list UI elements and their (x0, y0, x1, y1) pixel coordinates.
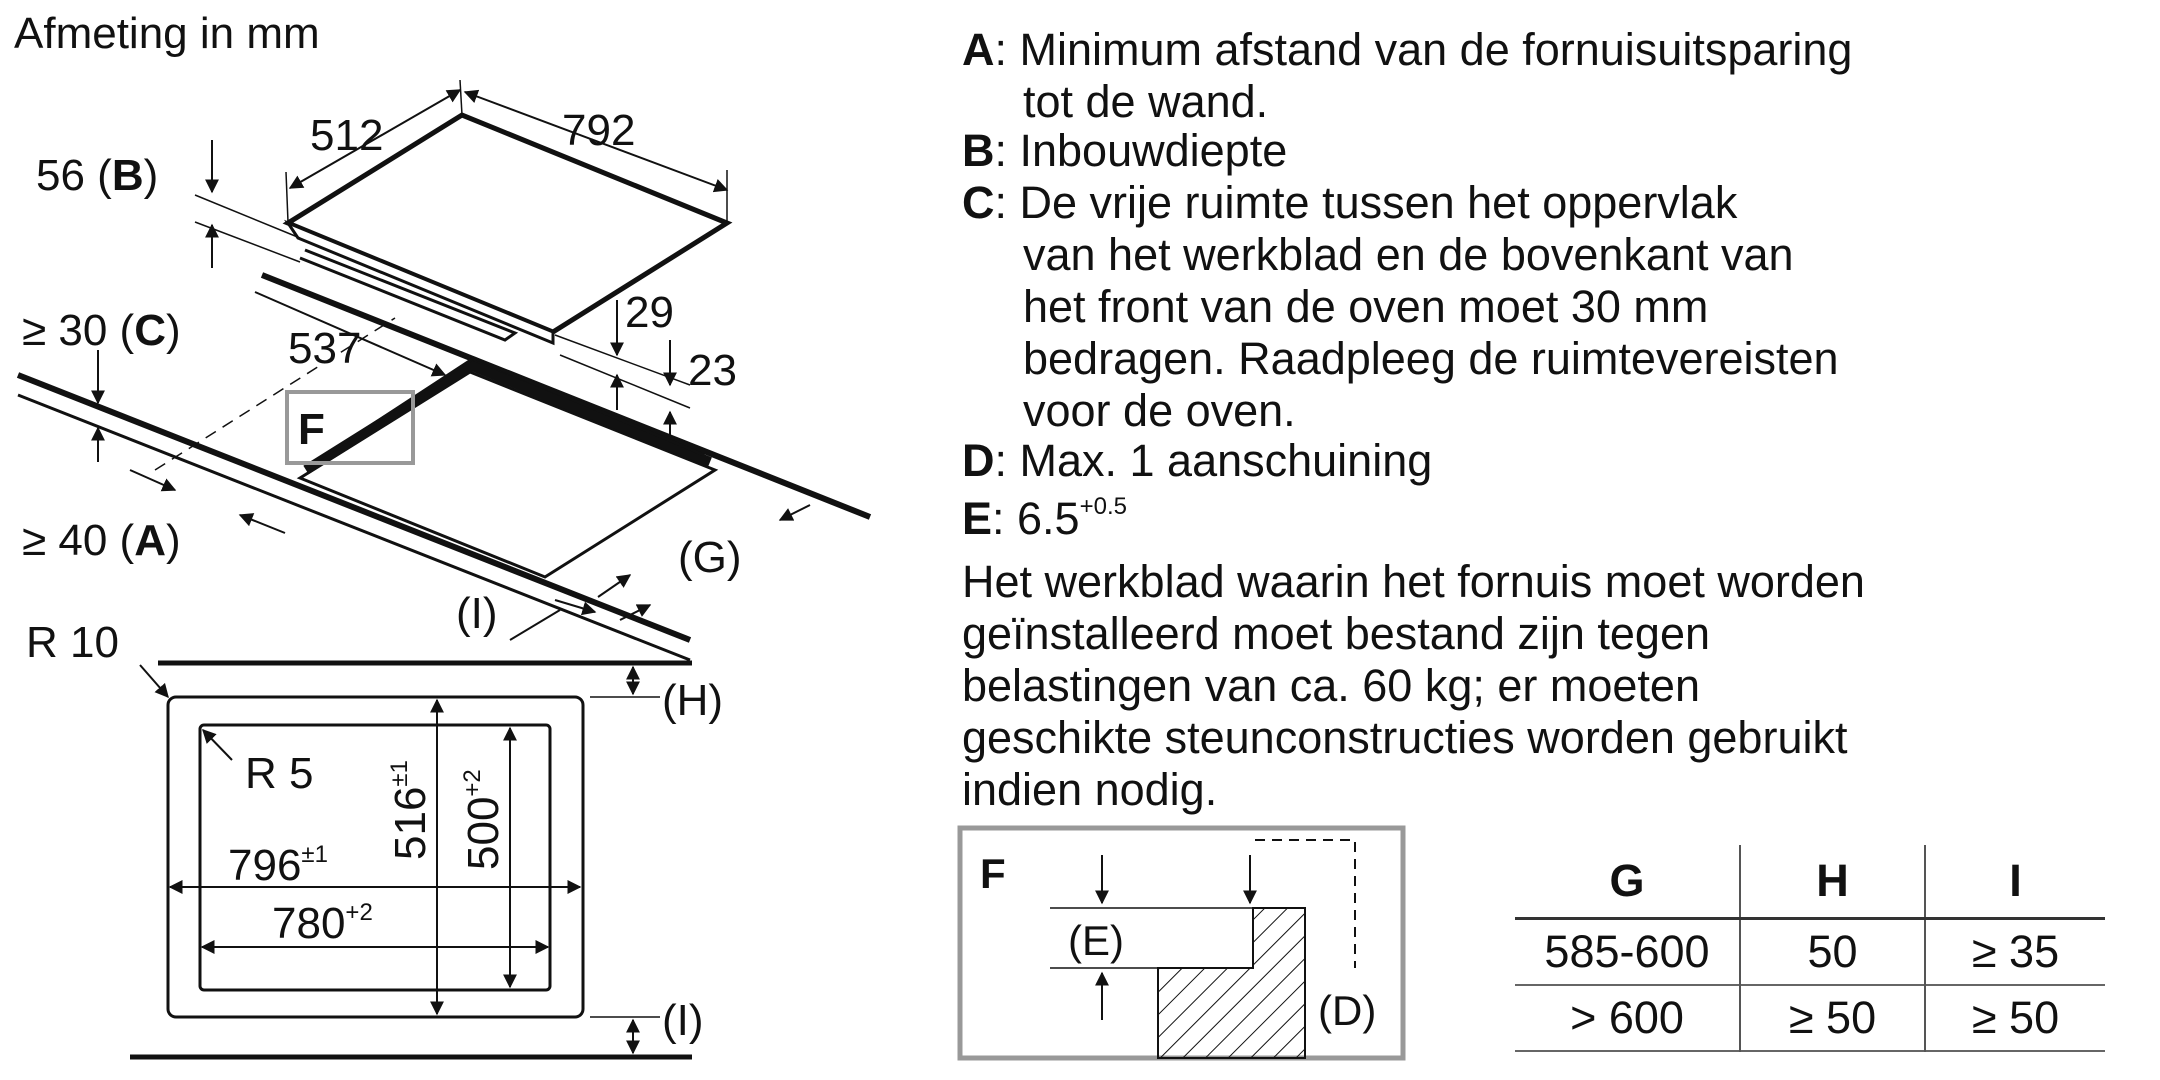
dim-23: 23 (688, 346, 737, 395)
dim-40: ≥ 40 (A) (22, 516, 181, 565)
unit-title: Afmeting in mm (14, 9, 320, 58)
note-line-5: indien nodig. (962, 764, 1218, 815)
dim-792-line (463, 89, 729, 193)
cutout-inner-wall-2 (314, 356, 705, 464)
legend-a: A: Minimum afstand van de fornuisuitspar… (962, 24, 1853, 75)
dim-i-iso: (I) (456, 589, 498, 638)
legend-e: E: 6.5+0.5 (962, 493, 1127, 544)
dim-29: 29 (625, 288, 674, 337)
dim-780: 780+2 (272, 899, 373, 948)
legend-c-cont-3: bedragen. Raadpleeg de ruimtevereisten (1023, 333, 1839, 384)
dim-56: 56 (B) (36, 151, 158, 200)
dim-792: 792 (562, 106, 635, 155)
detail-e-label: (E) (1068, 917, 1124, 964)
detail-f: F (E) (D) (957, 825, 1406, 1061)
table-header-row: G H I (1515, 845, 2105, 919)
legend-c: C: De vrije ruimte tussen het oppervlak (962, 177, 1738, 228)
outer-cutout (166, 695, 585, 1019)
legend-a-cont: tot de wand. (1023, 76, 1269, 127)
table-row: > 600 ≥ 50 ≥ 50 (1515, 985, 2105, 1051)
plan-view: R 10 R 5 796±1 780+2 516±1 500+2 (H) (I) (26, 618, 723, 1060)
cooktop-base (299, 248, 519, 342)
note-line-4: geschikte steunconstructies worden gebru… (962, 712, 1848, 763)
table-header-h: H (1739, 845, 1925, 919)
dim-512: 512 (310, 111, 383, 160)
table-cell: ≥ 50 (1739, 985, 1925, 1051)
dim-30: ≥ 30 (C) (22, 306, 181, 355)
countertop-front-edge-lower (17, 393, 691, 662)
legend-d: D: Max. 1 aanschuining (962, 435, 1433, 486)
detail-f-marker (285, 390, 415, 465)
table-header-g: G (1609, 855, 1645, 906)
note-line-3: belastingen van ca. 60 kg; er moeten (962, 660, 1700, 711)
cutout-inner-wall (303, 360, 712, 475)
dim-i-plan: (I) (662, 996, 704, 1045)
table-cell: ≥ 35 (1924, 918, 2105, 985)
dim-h-plan: (H) (662, 676, 723, 725)
legend-c-cont-2: het front van de oven moet 30 mm (1023, 281, 1709, 332)
dim-537-line (254, 291, 447, 377)
dim-537: 537 (288, 324, 361, 373)
detail-f-frame (957, 825, 1406, 1061)
note-line-2: geïnstalleerd moet bestand zijn tegen (962, 608, 1710, 659)
cutout-opening (296, 370, 719, 579)
detail-d-label: (D) (1318, 987, 1376, 1034)
r5-label: R 5 (245, 749, 313, 798)
table-header-i: I (1924, 845, 2105, 919)
cooktop-body (284, 219, 555, 346)
dim-500: 500+2 (459, 769, 508, 870)
isometric-view: F 512 792 56 (B) 537 29 23 ≥ 30 (C) (16, 79, 872, 662)
dim-516: 516±1 (386, 760, 435, 860)
countertop-front-edge (16, 372, 692, 643)
dim-g-iso: (G) (678, 533, 742, 582)
table-cell: > 600 (1570, 992, 1684, 1043)
table-cell: 50 (1739, 918, 1925, 985)
spec-table: G H I 585-600 50 ≥ 35 > 600 ≥ 50 ≥ 50 (1515, 845, 2105, 1052)
legend-c-cont-4: voor de oven. (1023, 385, 1296, 436)
inner-cutout (198, 723, 552, 992)
legend-c-cont-1: van het werkblad en de bovenkant van (1023, 229, 1794, 280)
legend-b: B: Inbouwdiepte (962, 125, 1288, 176)
table-cell: 585-600 (1544, 926, 1710, 977)
dim-796: 796±1 (228, 841, 328, 890)
dim-512-line (288, 89, 462, 189)
table-row: 585-600 50 ≥ 35 (1515, 918, 2105, 985)
note-line-1: Het werkblad waarin het fornuis moet wor… (962, 556, 1865, 607)
detail-f-marker-label: F (298, 405, 325, 454)
r10-label: R 10 (26, 618, 119, 667)
table-cell: ≥ 50 (1924, 985, 2105, 1051)
detail-f-title: F (980, 850, 1006, 897)
